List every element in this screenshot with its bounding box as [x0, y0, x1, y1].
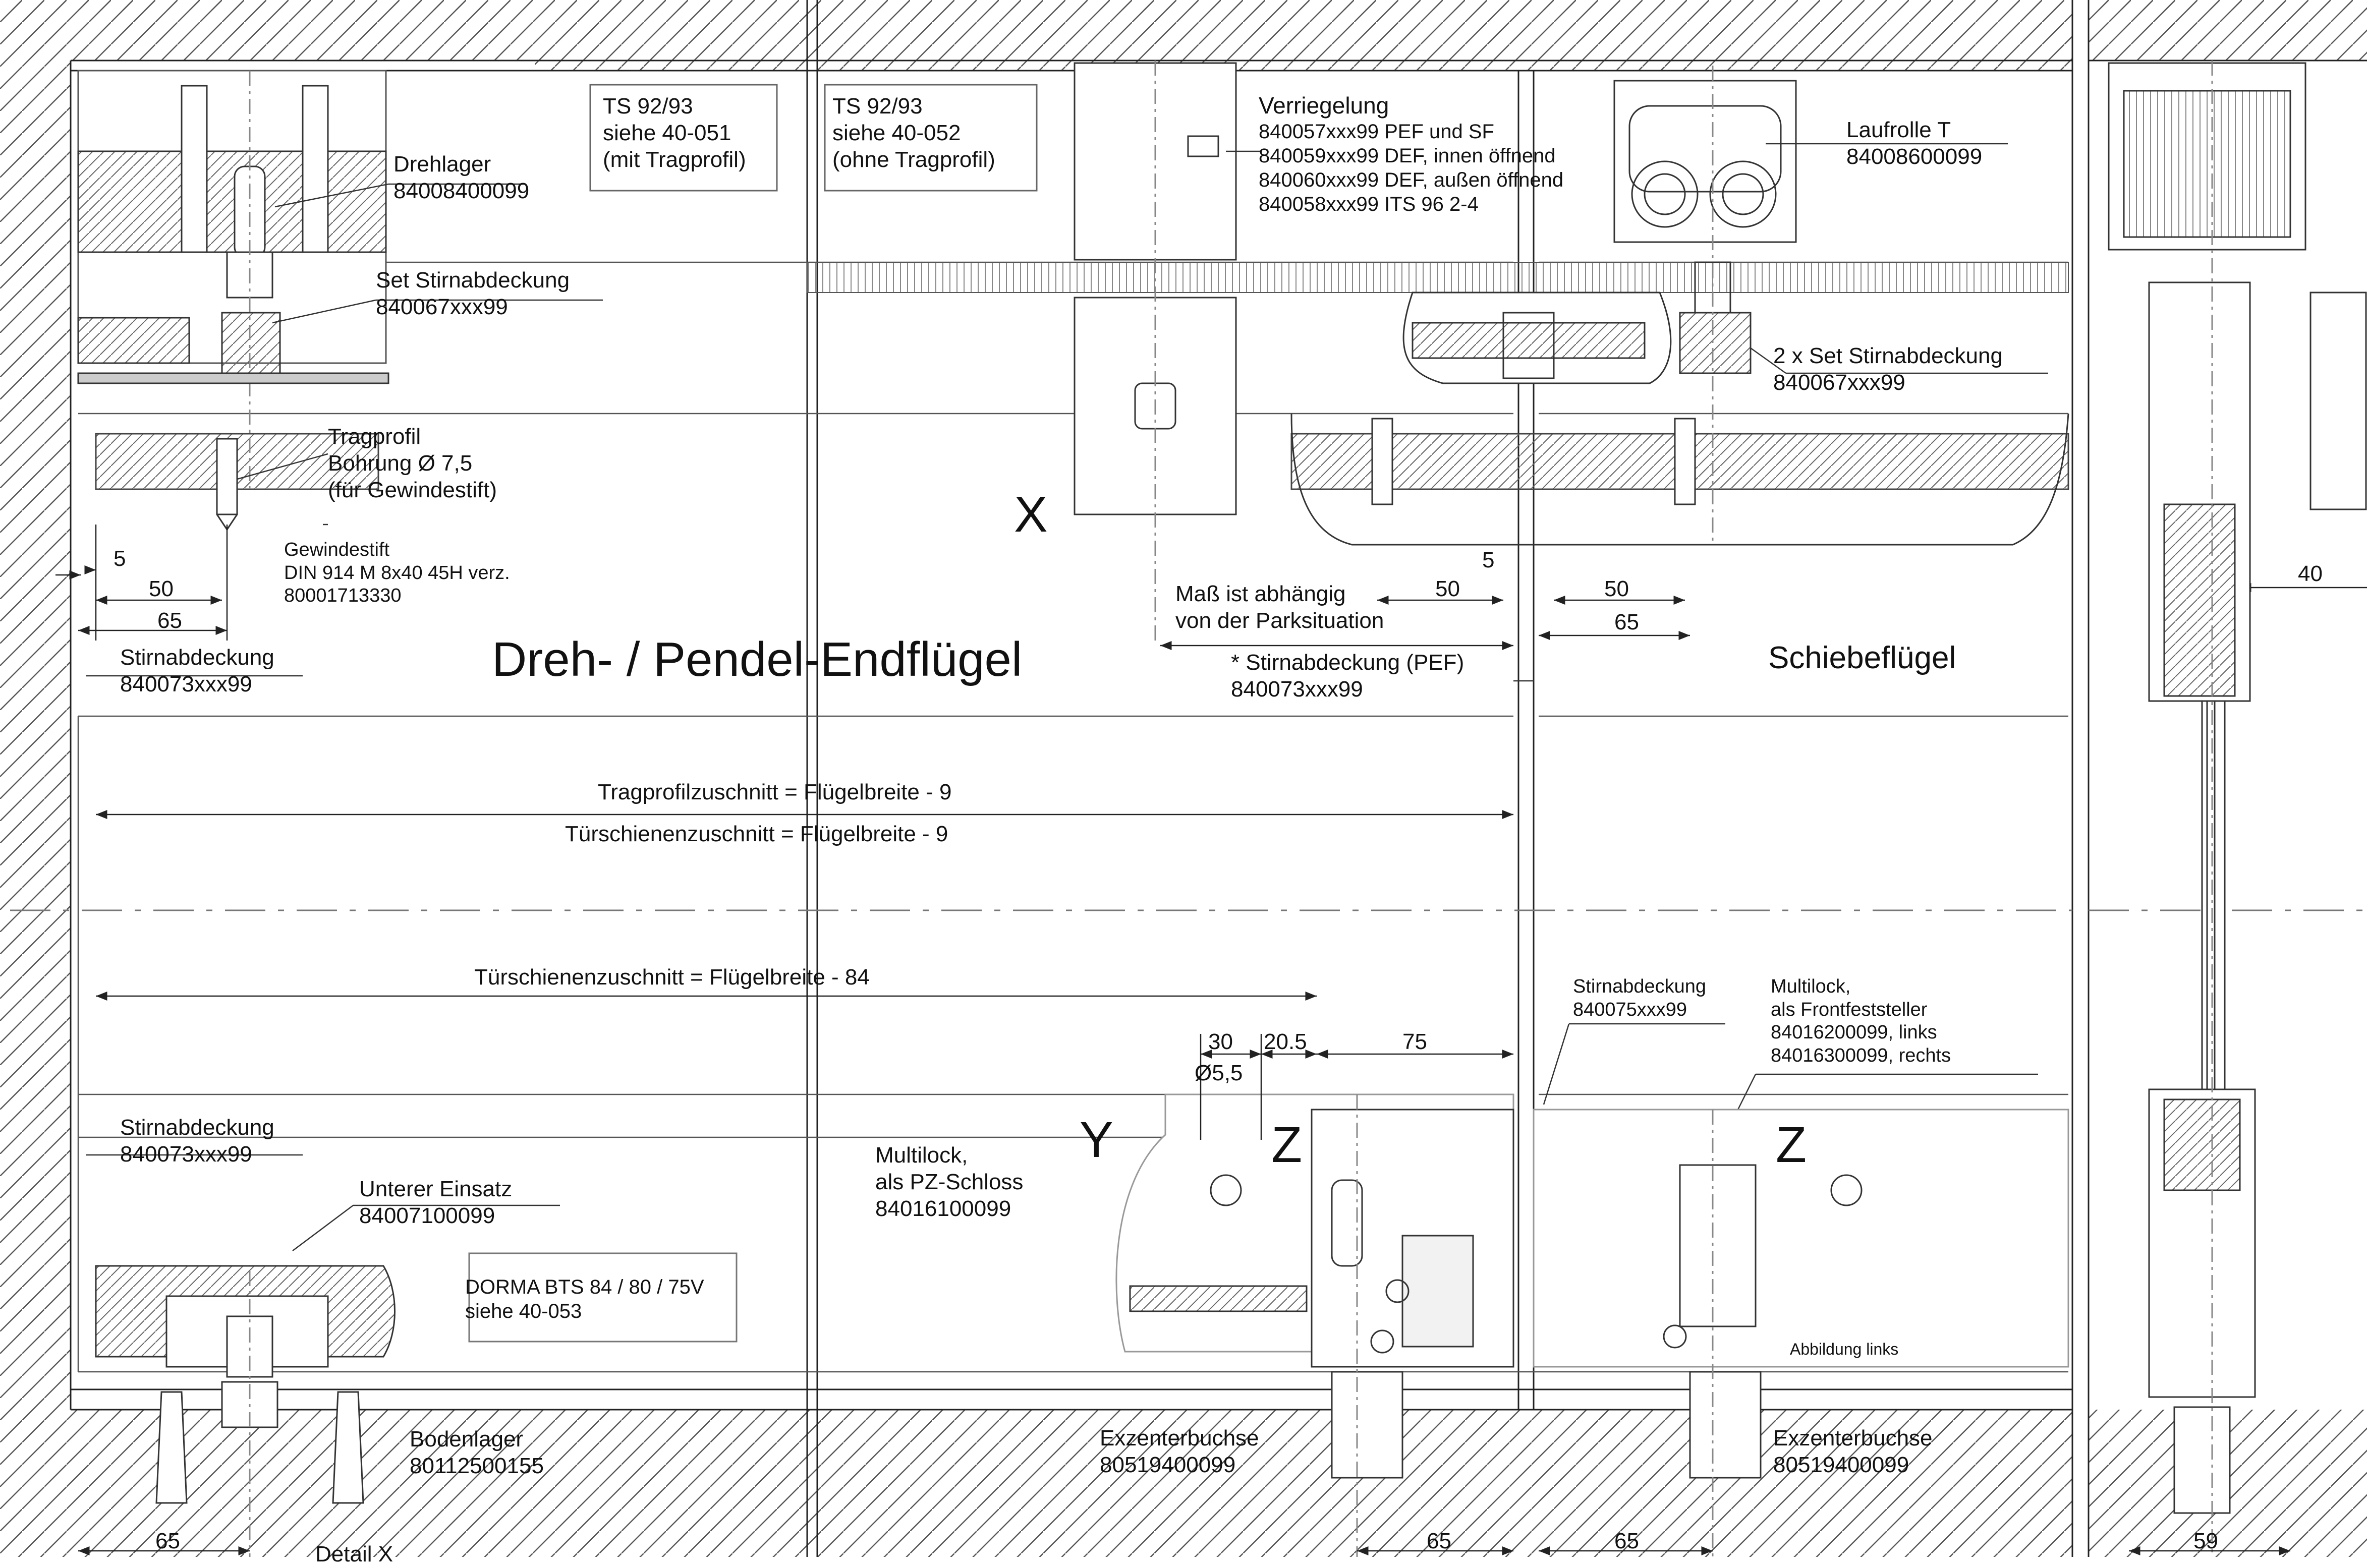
dim-50-left: 50: [149, 576, 174, 601]
label-bodenlager: Bodenlager 80112500155: [410, 1427, 544, 1478]
label-exzenterbuchse-2: Exzenterbuchse 80519400099: [1773, 1426, 1933, 1477]
label-abbildung-links: Abbildung links: [1790, 1340, 1899, 1358]
title-schiebefluegel: Schiebeflügel: [1768, 641, 1956, 675]
label-gewindestift: Gewindestift DIN 914 M 8x40 45H verz. 80…: [284, 539, 510, 607]
dim-59: 59: [2193, 1529, 2218, 1553]
bodenlager-detail: [95, 1252, 738, 1557]
dim-65-bottom-1: 65: [1427, 1529, 1451, 1553]
dim-5-left: 5: [114, 546, 126, 571]
formula-tuerschienenzuschnitt-top: Türschienenzuschnitt = Flügelbreite - 9: [565, 822, 948, 846]
detail-letter-z: Z: [1776, 1117, 1807, 1173]
label-stirnabdeckung-075: Stirnabdeckung 840075xxx99: [1573, 976, 1707, 1020]
label-exzenterbuchse-1: Exzenterbuchse 80519400099: [1100, 1426, 1259, 1477]
formula-tuerschienenzuschnitt-bottom: Türschienenzuschnitt = Flügelbreite - 84: [474, 965, 870, 990]
drehlager-detail: [77, 70, 389, 531]
label-tragprofil: Tragprofil Bohrung Ø 7,5 (für Gewindesti…: [328, 424, 497, 502]
dim-5-mid: 5: [1482, 548, 1495, 572]
label-stirnabdeckung-top: Stirnabdeckung 840073xxx99: [120, 645, 274, 696]
label-verriegelung: Verriegelung 840057xxx99 PEF und SF 8400…: [1259, 92, 1564, 216]
title-dreh-pendel: Dreh- / Pendel-Endflügel: [492, 632, 1023, 686]
dim-65-bottom-left: 65: [155, 1529, 180, 1553]
dim-40: 40: [2298, 561, 2323, 586]
label-multilock-pz: Multilock, als PZ-Schloss 84016100099: [875, 1143, 1024, 1221]
multilock-pz-detail: [1115, 1093, 1514, 1557]
ts-boxes: [589, 84, 1038, 192]
dim-50-right: 50: [1604, 576, 1629, 601]
dim-bore-diameter: Ø5,5: [1195, 1061, 1243, 1085]
dimension-lines-bottom: [78, 1034, 2290, 1555]
label-detail-x: Detail X: [315, 1542, 393, 1566]
dim-65-bottom-2: 65: [1614, 1529, 1639, 1553]
dimension-lines-top: [55, 525, 2367, 1001]
dim-50-mid: 50: [1435, 576, 1460, 601]
dim-65-left: 65: [157, 608, 182, 633]
dim-20-5: 20.5: [1264, 1029, 1307, 1054]
ts-box-without-profile: TS 92/93 siehe 40-052 (ohne Tragprofil): [832, 94, 995, 172]
dim-75: 75: [1402, 1029, 1427, 1054]
detail-letter-x: X: [1014, 486, 1048, 543]
verriegelung-detail: [1074, 61, 1237, 646]
label-unterer-einsatz: Unterer Einsatz 84007100099: [359, 1177, 513, 1228]
label-mass-parksituation: Maß ist abhängig von der Parksituation: [1175, 582, 1384, 633]
label-set-stirnabdeckung: Set Stirnabdeckung 840067xxx99: [376, 268, 570, 319]
label-stirnabdeckung-pef: * Stirnabdeckung (PEF) 840073xxx99: [1231, 650, 1464, 702]
ts-box-with-profile: TS 92/93 siehe 40-051 (mit Tragprofil): [603, 94, 746, 172]
dim-65-right: 65: [1614, 610, 1639, 634]
middle-hanger-detail: [1290, 292, 2069, 546]
label-laufrolle: Laufrolle T 84008600099: [1846, 118, 1983, 169]
label-multilock-front: Multilock, als Frontfeststeller 84016200…: [1771, 976, 1951, 1066]
bts-box: DORMA BTS 84 / 80 / 75V siehe 40-053: [465, 1276, 704, 1322]
formula-tragprofilzuschnitt: Tragprofilzuschnitt = Flügelbreite - 9: [598, 780, 952, 804]
multilock-front-detail: [1533, 1109, 2069, 1557]
detail-letter-z: Z: [1271, 1117, 1303, 1173]
section-view: [2108, 61, 2367, 1557]
detail-letter-y: Y: [1080, 1112, 1113, 1168]
label-stirnabdeckung-bottom: Stirnabdeckung 840073xxx99: [120, 1115, 274, 1167]
label-drehlager: Drehlager 84008400099: [393, 152, 530, 203]
dim-30: 30: [1208, 1029, 1233, 1054]
laufrolle-detail: [1613, 66, 1797, 545]
label-2x-set-stirnabdeckung: 2 x Set Stirnabdeckung 840067xxx99: [1773, 343, 2003, 395]
